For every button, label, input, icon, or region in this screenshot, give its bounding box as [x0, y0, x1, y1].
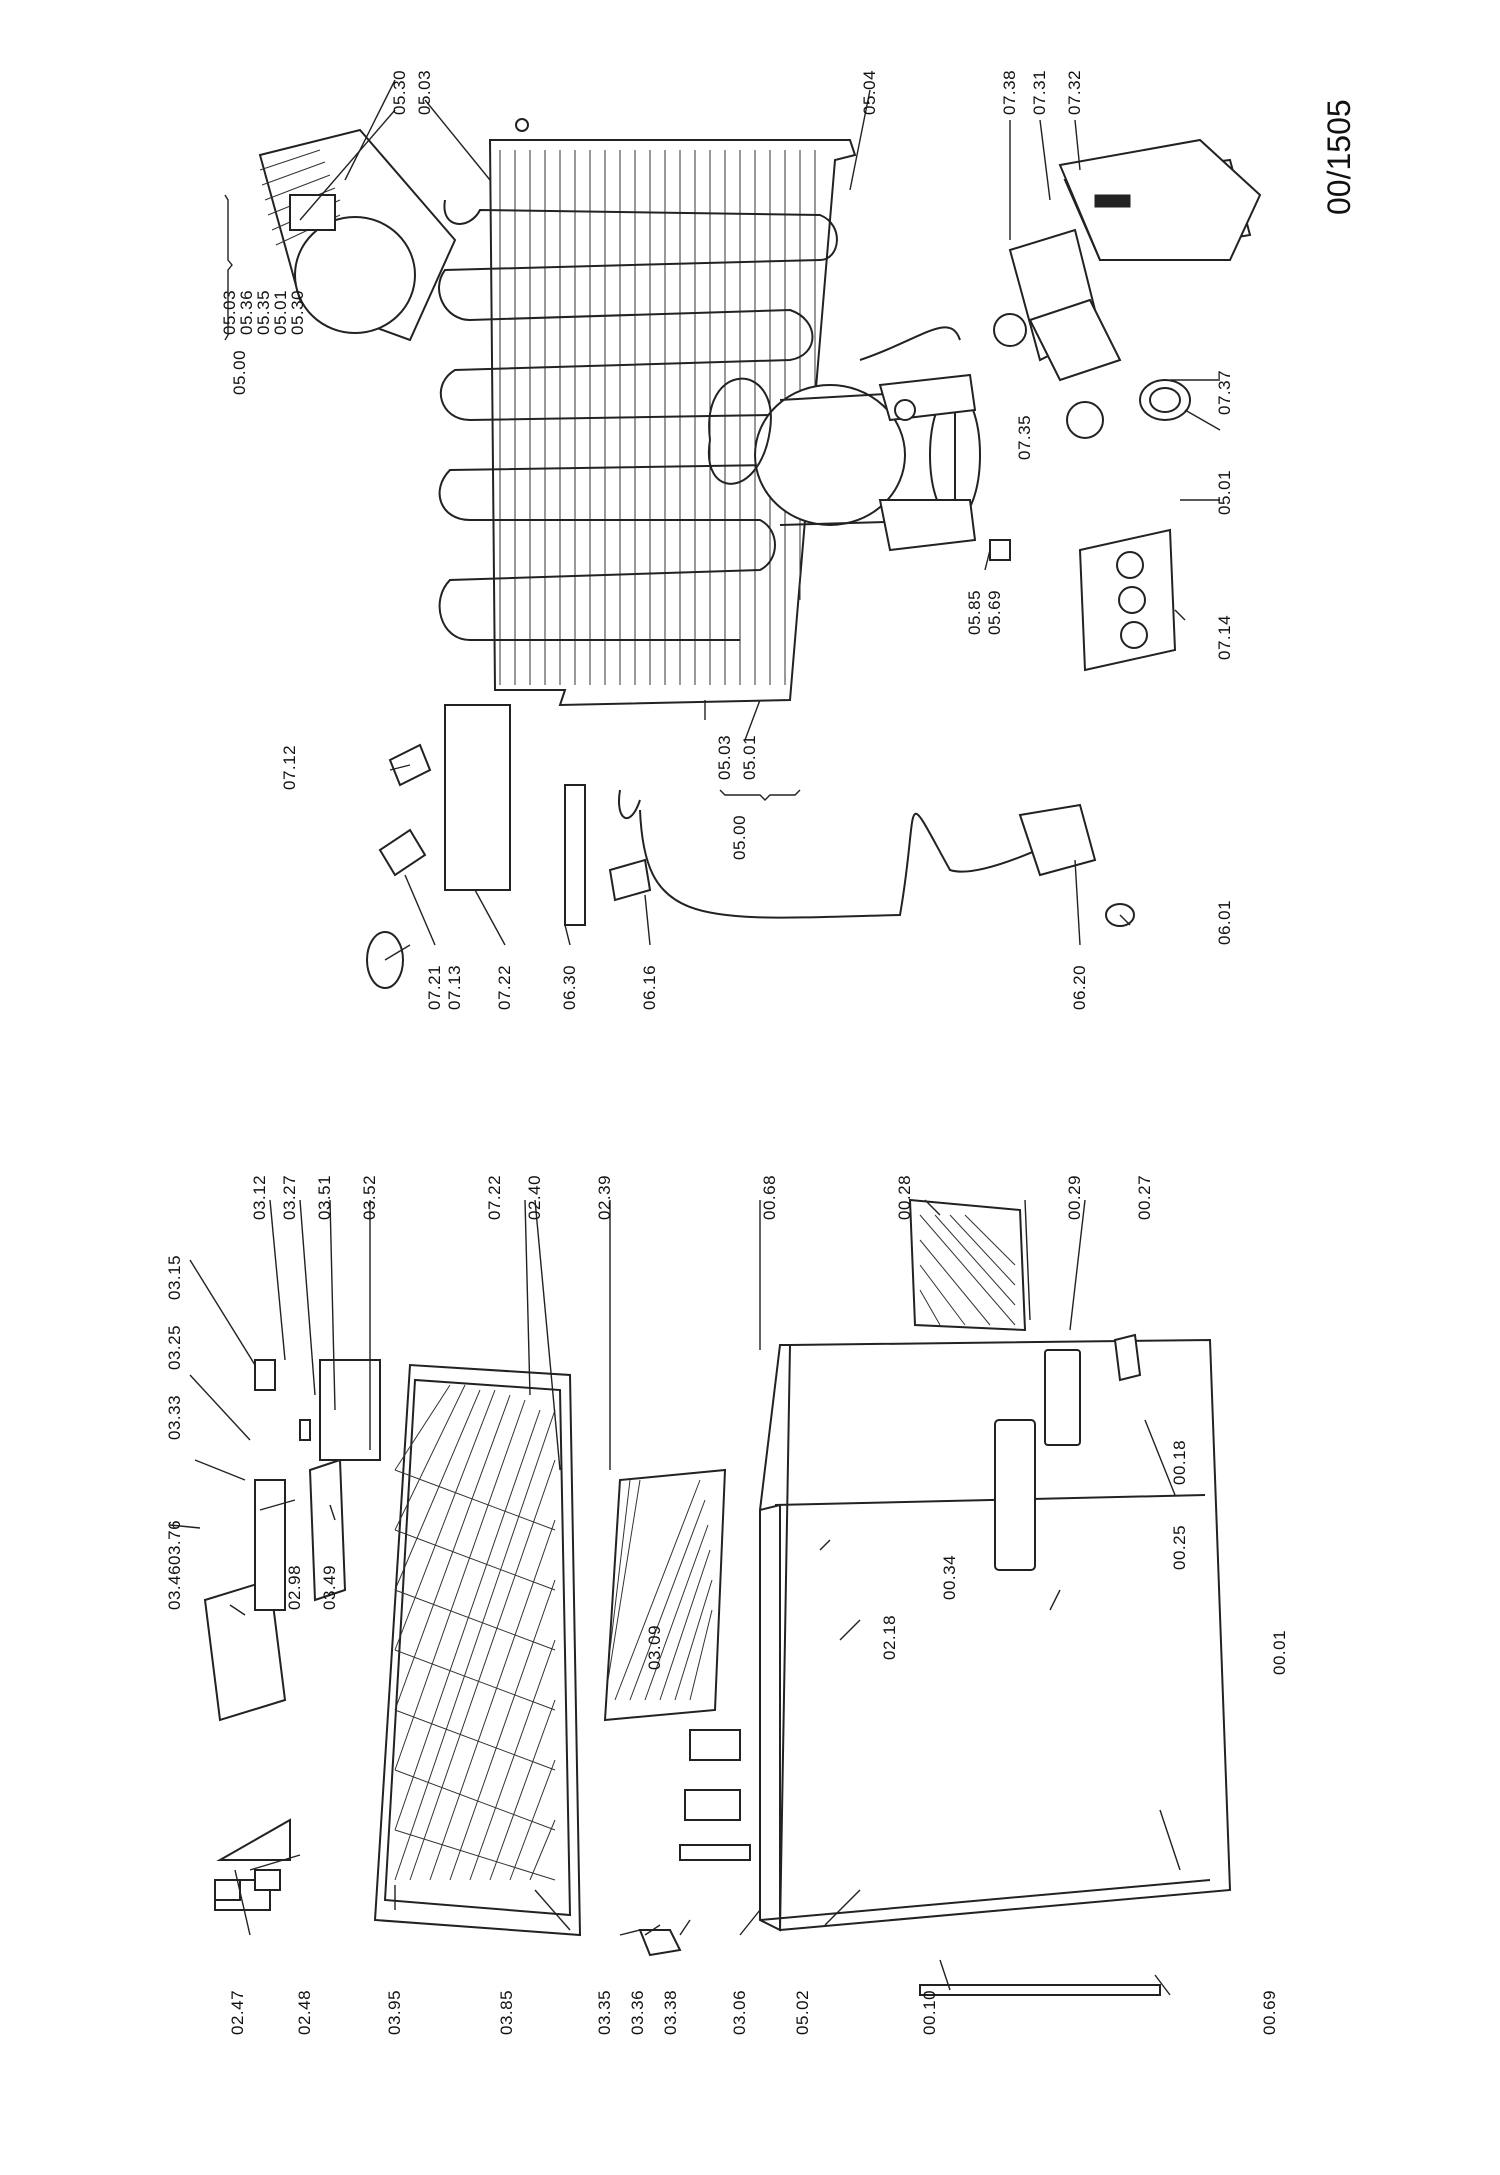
- label-00-68: 00.68: [760, 1175, 779, 1220]
- label-02-39: 02.39: [595, 1175, 614, 1220]
- thermostat-bulb: [564, 784, 1135, 927]
- strip: [919, 1984, 1161, 1996]
- label-03-38: 03.38: [661, 1990, 680, 2035]
- label-00-25: 00.25: [1170, 1525, 1189, 1570]
- label-05-35: 05.35: [254, 290, 273, 335]
- label-03-12: 03.12: [250, 1175, 269, 1220]
- lamp-parts: [366, 704, 511, 989]
- label-06-01: 06.01: [1215, 900, 1234, 945]
- label-03-51: 03.51: [315, 1175, 334, 1220]
- label-02-18: 02.18: [880, 1615, 899, 1660]
- label-07-13: 07.13: [445, 965, 464, 1010]
- label-07-37: 07.37: [1215, 370, 1234, 415]
- top-small-parts-left: [203, 1359, 381, 1901]
- label-07-22-right: 07.22: [495, 965, 514, 1010]
- tube-loop: [707, 326, 961, 485]
- label-03-36: 03.36: [628, 1990, 647, 2035]
- label-06-20: 06.20: [1070, 965, 1089, 1010]
- label-02-47: 02.47: [228, 1990, 247, 2035]
- label-03-49: 03.49: [320, 1565, 339, 1610]
- label-05-03-lower: 05.03: [715, 735, 734, 780]
- label-00-27: 00.27: [1135, 1175, 1154, 1220]
- labels-left: 02.47 02.48 03.95 03.85 03.35 03.36 03.3…: [165, 1175, 1289, 2035]
- label-05-04: 05.04: [860, 70, 879, 115]
- lid: [373, 1363, 582, 1937]
- label-05-69: 05.69: [985, 590, 1004, 635]
- label-05-01-lower: 05.01: [740, 735, 759, 780]
- label-07-14: 07.14: [1215, 615, 1234, 660]
- label-00-18: 00.18: [1170, 1440, 1189, 1485]
- label-00-01: 00.01: [1270, 1630, 1289, 1675]
- label-00-69: 00.69: [1260, 1990, 1279, 2035]
- label-03-76: 03.76: [165, 1520, 184, 1565]
- label-03-06: 03.06: [730, 1990, 749, 2035]
- label-03-35: 03.35: [595, 1990, 614, 2035]
- leader-lines: [169, 79, 1221, 1996]
- label-07-38: 07.38: [1000, 70, 1019, 115]
- label-02-98: 02.98: [285, 1565, 304, 1610]
- label-03-33: 03.33: [165, 1395, 184, 1440]
- brace-markers: [224, 194, 801, 801]
- label-05-03-inset: 05.03: [220, 290, 239, 335]
- label-06-30: 06.30: [560, 965, 579, 1010]
- label-03-46: 03.46: [165, 1565, 184, 1610]
- label-05-00-lower: 05.00: [730, 815, 749, 860]
- freezer-cabinet: [759, 1338, 1232, 1932]
- label-05-00-inset: 05.00: [230, 350, 249, 395]
- label-03-95: 03.95: [385, 1990, 404, 2035]
- label-05-30-top: 05.30: [390, 70, 409, 115]
- label-05-30-inset: 05.30: [288, 290, 307, 335]
- label-07-22-left: 07.22: [485, 1175, 504, 1220]
- label-02-40: 02.40: [525, 1175, 544, 1220]
- label-05-02: 05.02: [793, 1990, 812, 2035]
- starter-relay: [1058, 138, 1262, 261]
- label-05-85: 05.85: [965, 590, 984, 635]
- label-00-28: 00.28: [895, 1175, 914, 1220]
- label-05-01-right: 05.01: [1215, 470, 1234, 515]
- label-00-29: 00.29: [1065, 1175, 1084, 1220]
- label-03-52: 03.52: [360, 1175, 379, 1220]
- label-07-21: 07.21: [425, 965, 444, 1010]
- label-06-16: 06.16: [640, 965, 659, 1010]
- label-07-35: 07.35: [1015, 415, 1034, 460]
- label-07-12: 07.12: [280, 745, 299, 790]
- compressor: [754, 373, 981, 552]
- small-parts-right: [989, 379, 1191, 672]
- label-00-10: 00.10: [920, 1990, 939, 2035]
- label-07-31: 07.31: [1030, 70, 1049, 115]
- label-03-25: 03.25: [165, 1325, 184, 1370]
- label-03-85: 03.85: [497, 1990, 516, 2035]
- document-id: 00/1505: [1321, 99, 1357, 215]
- label-03-09: 03.09: [645, 1625, 664, 1670]
- label-07-32: 07.32: [1065, 70, 1084, 115]
- compressor-inset: [258, 128, 457, 342]
- label-05-01-inset: 05.01: [271, 290, 290, 335]
- label-05-36: 05.36: [237, 290, 256, 335]
- label-00-34: 00.34: [940, 1555, 959, 1600]
- document-id-block: 00/1505: [1321, 99, 1357, 215]
- basket: [603, 1468, 727, 1722]
- label-03-27: 03.27: [280, 1175, 299, 1220]
- hinge-and-handle: [214, 1729, 751, 1957]
- label-05-03-top: 05.03: [415, 70, 434, 115]
- control-panel: [908, 1198, 1142, 1571]
- label-02-48: 02.48: [295, 1990, 314, 2035]
- labels-right: 07.21 07.13 07.12 07.22 06.30 06.16 06.2…: [220, 70, 1234, 1010]
- label-03-15: 03.15: [165, 1255, 184, 1300]
- condenser-coil: [438, 118, 857, 707]
